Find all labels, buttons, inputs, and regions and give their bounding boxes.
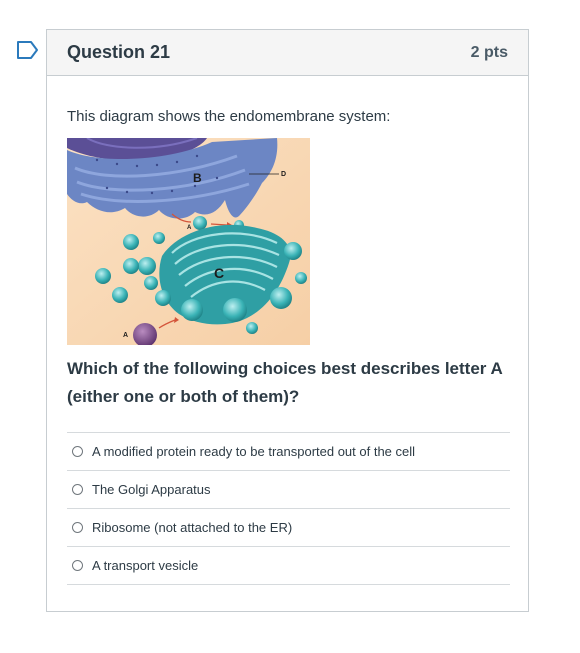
radio-button[interactable] xyxy=(72,484,83,495)
radio-button[interactable] xyxy=(72,560,83,571)
answer-option-2[interactable]: The Golgi Apparatus xyxy=(67,471,510,509)
diagram-label-a-top: A xyxy=(187,225,192,231)
diagram-label-c: C xyxy=(214,265,224,281)
answer-label: A transport vesicle xyxy=(92,558,199,573)
flag-question-icon[interactable] xyxy=(16,40,40,60)
question-points: 2 pts xyxy=(470,43,508,61)
diagram-label-b: B xyxy=(193,171,202,185)
answer-option-3[interactable]: Ribosome (not attached to the ER) xyxy=(67,509,510,547)
endomembrane-diagram: B D A C A xyxy=(67,138,310,345)
question-prompt: Which of the following choices best desc… xyxy=(67,359,503,406)
question-header: Question 21 2 pts xyxy=(47,30,528,76)
answer-list: A modified protein ready to be transport… xyxy=(67,432,510,585)
question-title: Question 21 xyxy=(67,42,171,62)
diagram-label-d: D xyxy=(281,171,286,178)
answer-label: A modified protein ready to be transport… xyxy=(92,444,416,459)
diagram-label-a-bottom: A xyxy=(123,332,128,339)
question-body: This diagram shows the endomembrane syst… xyxy=(47,76,528,585)
question-card: Question 21 2 pts This diagram shows the… xyxy=(46,29,529,612)
answer-label: The Golgi Apparatus xyxy=(92,482,211,497)
answer-option-1[interactable]: A modified protein ready to be transport… xyxy=(67,433,510,471)
radio-button[interactable] xyxy=(72,446,83,457)
answer-option-4[interactable]: A transport vesicle xyxy=(67,547,510,585)
radio-button[interactable] xyxy=(72,522,83,533)
question-intro: This diagram shows the endomembrane syst… xyxy=(67,108,391,125)
answer-label: Ribosome (not attached to the ER) xyxy=(92,520,293,535)
